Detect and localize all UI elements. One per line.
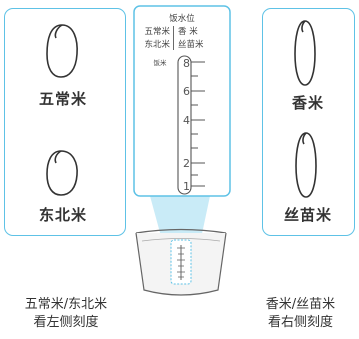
scale-number-2: 2	[183, 157, 190, 170]
gauge-left-header-top: 五常米	[144, 26, 170, 37]
grain-label-xiangmi: 香米	[291, 94, 324, 112]
right-caption: 香米/丝苗米 看右侧刻度	[242, 296, 359, 332]
gauge-title: 饭水位	[169, 13, 195, 24]
left-caption-line2: 看左侧刻度	[33, 315, 99, 330]
scale-number-1: 1	[183, 180, 190, 193]
round-rice-grain-icon	[46, 24, 78, 78]
scale-number-6: 6	[183, 85, 190, 98]
grain-label-dongbei: 东北米	[38, 206, 87, 224]
grain-label-wuchang: 五常米	[38, 90, 87, 108]
scale-number-4: 4	[183, 114, 190, 127]
scale-number-8: 8	[183, 57, 190, 70]
gauge-left-header-bottom: 东北米	[144, 39, 170, 50]
left-rice-panel	[4, 8, 126, 236]
grain-label-simiao: 丝苗米	[283, 206, 332, 224]
left-caption-line1: 五常米/东北米	[24, 297, 108, 312]
gauge-side-label: 饭米	[154, 58, 168, 67]
gauge-right-header-top: 香 米	[178, 26, 198, 37]
gauge-right-header-bottom: 丝苗米	[178, 39, 204, 50]
long-rice-grain-icon	[294, 20, 316, 86]
long-rice-grain-icon	[295, 132, 317, 198]
round-rice-grain-icon	[46, 150, 78, 196]
right-rice-panel	[262, 8, 355, 236]
right-caption-line1: 香米/丝苗米	[265, 297, 336, 312]
rice-pot	[135, 228, 227, 296]
right-caption-line2: 看右侧刻度	[267, 315, 333, 330]
left-caption: 五常米/东北米 看左侧刻度	[0, 296, 132, 332]
